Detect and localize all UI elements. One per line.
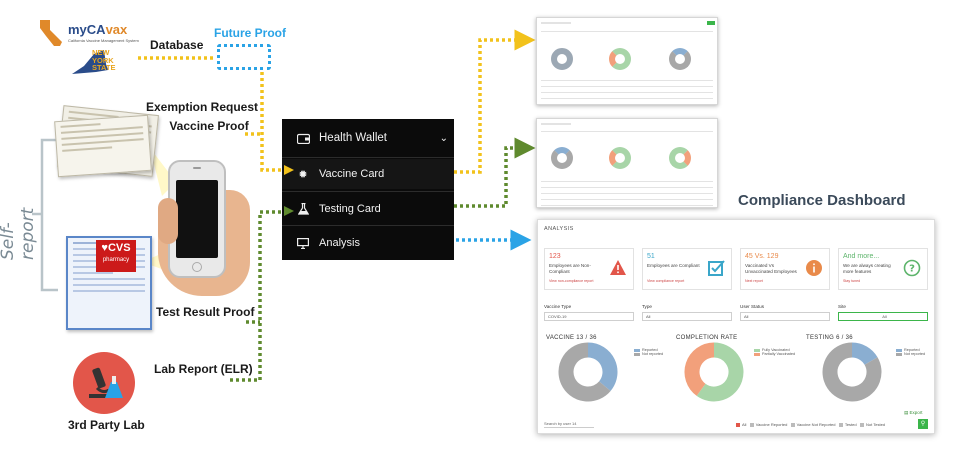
donut-slice-reported: [587, 342, 618, 391]
search-button[interactable]: ⚲: [918, 419, 928, 429]
lab-report-label: Lab Report (ELR): [154, 362, 253, 376]
future-proof-label: Future Proof: [214, 26, 286, 40]
microscope-icon: [89, 367, 123, 398]
testing-donut-chart: [822, 342, 882, 402]
menu-item-vaccine-card[interactable]: ✹ Vaccine Card: [282, 159, 454, 189]
user-status-select[interactable]: All: [740, 312, 830, 321]
monitor-icon: [296, 236, 310, 250]
check-not-tested[interactable]: Not Tested: [859, 422, 885, 427]
menu-item-label: Testing Card: [319, 203, 381, 215]
third-party-lab-label: 3rd Party Lab: [68, 418, 145, 432]
menu-header[interactable]: Health Wallet ⌄: [282, 123, 454, 153]
donut-slice-partially-vaccinated: [684, 342, 715, 396]
chevron-down-icon: ⌄: [439, 132, 448, 144]
smartphone: [168, 160, 226, 278]
mycavax-logo: myCAvax California Vaccine Management Sy…: [34, 18, 144, 78]
menu-item-analysis[interactable]: Analysis: [282, 228, 454, 258]
test-result-label: Test Result Proof: [156, 305, 255, 319]
vaccine-type-select[interactable]: COVID-19: [544, 312, 634, 321]
compliance-dashboard: ANALYSIS 123 Employees are Non-Compliant…: [537, 219, 935, 434]
thumb-finger: [158, 198, 178, 244]
donut-slice-fully-vaccinated: [696, 342, 744, 402]
virus-icon: ✹: [298, 168, 308, 181]
wallet-icon: [296, 131, 310, 145]
wire-vaccine-thumb: [454, 29, 536, 174]
vaccine-card-document: [54, 114, 152, 178]
card-vaccinated-vs-unvaccinated[interactable]: 45 Vs. 129 Vaccinated Vs Unvaccinated Em…: [740, 248, 830, 290]
wire-future-vaccine: [260, 72, 290, 172]
self-report-label: Self-report: [0, 207, 38, 260]
health-wallet-menu: Health Wallet ⌄ ✹ Vaccine Card Testing C…: [282, 119, 454, 260]
site-select[interactable]: All: [838, 312, 928, 321]
cvs-logo: ♥CVS pharmacy: [96, 240, 136, 272]
chart-title: TESTING 6 / 36: [806, 335, 853, 341]
warning-icon: [610, 260, 626, 275]
wire-testing-thumb: [454, 137, 536, 208]
user-search[interactable]: Search by user 14: [544, 421, 594, 428]
type-select[interactable]: All: [642, 312, 732, 321]
svg-text:?: ?: [909, 264, 915, 275]
checkbox-icon: [708, 260, 725, 276]
menu-header-label: Health Wallet: [319, 132, 387, 144]
export-link[interactable]: ▤ Export: [904, 410, 923, 415]
donut-slice-not-reported: [558, 342, 611, 402]
donut-slice-reported: [851, 342, 878, 366]
info-icon: [806, 260, 822, 276]
menu-item-testing-card[interactable]: Testing Card: [282, 194, 454, 224]
new-york-map-icon: [72, 50, 108, 74]
exemption-label: Exemption Request Vaccine Proof: [146, 100, 259, 133]
chart-title: VACCINE 13 / 36: [546, 335, 597, 341]
filter-checks: All Vaccine Reported Vaccine Not Reporte…: [736, 422, 885, 427]
menu-item-label: Analysis: [319, 237, 360, 249]
vaccine-arrow: [284, 165, 294, 175]
vaccine-report-thumbnail: [536, 17, 718, 105]
lab-icon: [73, 352, 135, 414]
self-report-bracket: [40, 138, 58, 292]
completion-donut-chart: [684, 342, 744, 402]
compliance-dashboard-title: Compliance Dashboard: [738, 192, 906, 209]
flask-icon: [296, 202, 310, 216]
donut-slice-not-reported: [822, 342, 882, 402]
testing-arrow: [284, 206, 294, 216]
check-tested[interactable]: Tested: [838, 422, 857, 427]
question-icon: ?: [903, 259, 921, 277]
california-map-icon: [40, 20, 62, 46]
check-vaccine-not-reported[interactable]: Vaccine Not Reported: [790, 422, 835, 427]
export-icon: ▤: [904, 410, 910, 415]
chart-title: COMPLETION RATE: [676, 335, 738, 341]
testing-report-thumbnail: [536, 118, 718, 208]
vaccine-donut-chart: [558, 342, 618, 402]
analysis-section-label: ANALYSIS: [544, 226, 574, 232]
wire-lab-testing: [230, 210, 290, 382]
card-non-compliant[interactable]: 123 Employees are Non-Compliant View non…: [544, 248, 634, 290]
check-vaccine-reported[interactable]: Vaccine Reported: [749, 422, 787, 427]
card-and-more[interactable]: And more... We are always creating more …: [838, 248, 928, 290]
menu-item-label: Vaccine Card: [319, 168, 385, 180]
check-all[interactable]: All: [736, 422, 746, 427]
card-compliant[interactable]: 51 Employees are Compliant View complian…: [642, 248, 732, 290]
future-proof-box: [217, 44, 271, 70]
database-label: Database: [150, 38, 204, 52]
